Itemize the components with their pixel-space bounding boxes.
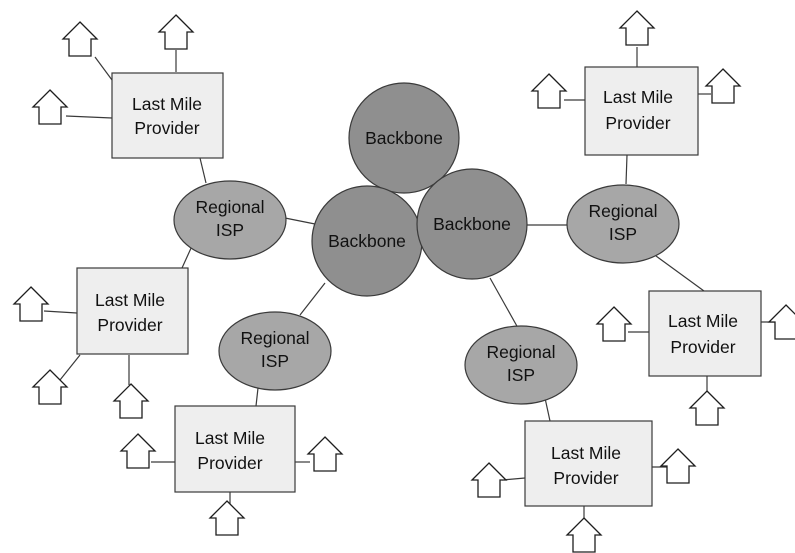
house-icon xyxy=(31,89,69,125)
backbone-node xyxy=(416,168,528,280)
last-mile-provider-right: Last Mile Provider xyxy=(648,290,762,377)
regional-isp-label-line1: Regional xyxy=(195,197,264,217)
connector-isp-to-provider xyxy=(625,154,628,185)
house-icon xyxy=(157,14,195,50)
house-icon xyxy=(470,462,508,498)
last-mile-provider-box xyxy=(584,66,699,156)
connector-isp-to-provider xyxy=(199,157,207,184)
connector-provider-to-house xyxy=(43,310,78,314)
regional-isp-bottom-center: Regional ISP xyxy=(218,311,332,391)
house-icon xyxy=(565,517,603,553)
connector-provider-to-house xyxy=(94,56,113,81)
last-mile-provider-label-line2: Provider xyxy=(553,468,618,488)
connector-backbone-bottom-isp xyxy=(299,282,326,316)
regional-isp-label-line1: Regional xyxy=(588,201,657,221)
regional-isp-label-line2: ISP xyxy=(609,224,637,244)
regional-isp-label-line2: ISP xyxy=(261,351,289,371)
last-mile-provider-mid-left: Last Mile Provider xyxy=(76,267,189,355)
last-mile-provider-label-line1: Last Mile xyxy=(132,94,202,114)
house-icon xyxy=(306,436,344,472)
house-icon xyxy=(688,390,726,426)
house-icon xyxy=(12,286,50,322)
house-icon xyxy=(618,10,656,46)
house-icon xyxy=(704,68,742,104)
house-icon xyxy=(659,448,697,484)
regional-isp-node xyxy=(173,180,287,260)
connector-provider-to-house xyxy=(65,115,113,119)
connector-backbone-lower-right-isp xyxy=(489,277,519,329)
connector-isp-to-provider xyxy=(655,255,705,292)
connector-backbone-left-isp xyxy=(284,217,316,225)
last-mile-provider-label-line1: Last Mile xyxy=(603,87,673,107)
house-icon xyxy=(112,383,150,419)
houses xyxy=(12,10,795,553)
regional-isp-right: Regional ISP xyxy=(566,184,680,264)
last-mile-provider-label-line1: Last Mile xyxy=(551,443,621,463)
connector-provider-to-house xyxy=(59,354,81,381)
connectors xyxy=(43,47,778,520)
last-mile-provider-label-line2: Provider xyxy=(670,337,735,357)
last-mile-provider-box xyxy=(174,405,296,493)
regional-isp-node xyxy=(566,184,680,264)
backbone-label: Backbone xyxy=(365,128,443,148)
house-icon xyxy=(31,369,69,405)
last-mile-provider-top-left: Last Mile Provider xyxy=(111,72,224,159)
regional-isp-left: Regional ISP xyxy=(173,180,287,260)
backbone-top: Backbone xyxy=(348,82,460,194)
regional-isp-label-line1: Regional xyxy=(240,328,309,348)
connector-isp-to-provider xyxy=(544,397,551,422)
last-mile-provider-bottom-right: Last Mile Provider xyxy=(524,420,653,507)
regional-isp-node xyxy=(464,325,578,405)
backbone-left: Backbone xyxy=(311,185,423,297)
last-mile-provider-box xyxy=(648,290,762,377)
regional-isp-bottom-right: Regional ISP xyxy=(464,325,578,405)
house-icon xyxy=(61,21,99,57)
last-mile-provider-label-line1: Last Mile xyxy=(668,311,738,331)
house-icon xyxy=(530,73,568,109)
house-icon xyxy=(767,304,795,340)
last-mile-provider-label-line2: Provider xyxy=(134,118,199,138)
last-mile-provider-box xyxy=(111,72,224,159)
regional-isp-label-line2: ISP xyxy=(216,220,244,240)
backbone-node xyxy=(348,82,460,194)
backbone-label: Backbone xyxy=(328,231,406,251)
house-icon xyxy=(595,306,633,342)
last-mile-provider-label-line2: Provider xyxy=(605,113,670,133)
last-mile-provider-bottom-center: Last Mile Provider xyxy=(174,405,296,493)
backbone-right: Backbone xyxy=(416,168,528,280)
last-mile-provider-label-line2: Provider xyxy=(197,453,262,473)
house-icon xyxy=(119,433,157,469)
regional-isp-label-line1: Regional xyxy=(486,342,555,362)
last-mile-provider-box xyxy=(76,267,189,355)
house-icon xyxy=(208,500,246,536)
last-mile-provider-label-line2: Provider xyxy=(97,315,162,335)
connector-isp-to-provider xyxy=(181,245,193,269)
connector-isp-to-provider xyxy=(255,387,259,407)
regional-isp-label-line2: ISP xyxy=(507,365,535,385)
last-mile-provider-label-line1: Last Mile xyxy=(195,428,265,448)
regional-isp-node xyxy=(218,311,332,391)
last-mile-provider-top-right: Last Mile Provider xyxy=(584,66,699,156)
last-mile-provider-box xyxy=(524,420,653,507)
backbone-label: Backbone xyxy=(433,214,511,234)
last-mile-provider-label-line1: Last Mile xyxy=(95,290,165,310)
